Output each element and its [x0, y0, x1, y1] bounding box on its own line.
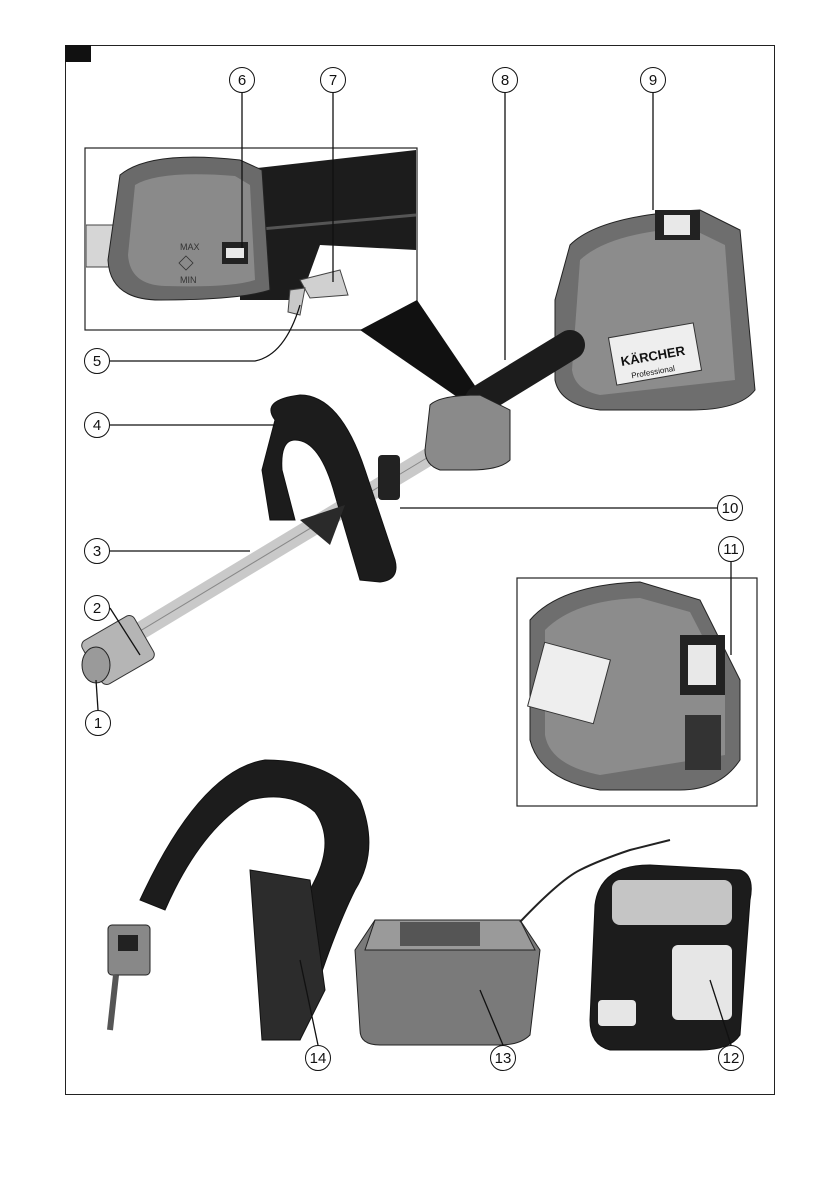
callout-3: 3: [84, 538, 110, 564]
callout-11: 11: [718, 536, 744, 562]
callout-13: 13: [490, 1045, 516, 1071]
callout-7: 7: [320, 67, 346, 93]
callout-9: 9: [640, 67, 666, 93]
callout-10: 10: [717, 495, 743, 521]
callout-5: 5: [84, 348, 110, 374]
callout-12: 12: [718, 1045, 744, 1071]
spare-battery: [590, 865, 751, 1050]
clamp: [378, 455, 400, 500]
callout-2: 2: [84, 595, 110, 621]
motor-battery: KÄRCHER Professional: [555, 210, 755, 410]
callout-6: 6: [229, 67, 255, 93]
min-label: MIN: [180, 275, 197, 285]
callout-8: 8: [492, 67, 518, 93]
callout-14: 14: [305, 1045, 331, 1071]
inset-trigger-detail: MAX MIN: [85, 148, 417, 330]
callout-1: 1: [85, 710, 111, 736]
shoulder-strap: [108, 760, 369, 1040]
max-label: MAX: [180, 242, 200, 252]
callout-4: 4: [84, 412, 110, 438]
inset-battery-detail: [517, 578, 757, 806]
